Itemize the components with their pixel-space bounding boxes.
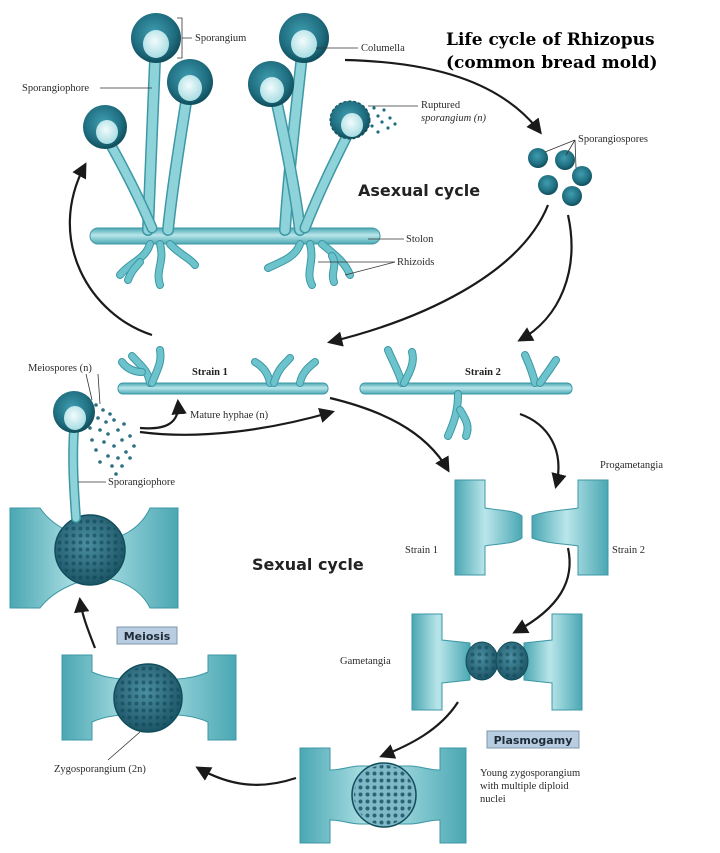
label-sporangiophore-bottom: Sporangiophore <box>108 477 175 488</box>
arrow-to-strain-1 <box>327 204 550 347</box>
plasmogamy-badge <box>486 730 580 749</box>
sporangium-4 <box>279 13 329 63</box>
sporangium-2 <box>167 59 213 105</box>
arrow-to-zygosporangium <box>195 766 297 786</box>
meiosis-label: Meiosis <box>124 630 171 643</box>
asexual-mycelium <box>83 13 397 289</box>
title-line-1: Life cycle of Rhizopus <box>446 30 655 50</box>
germinating-zygospore <box>9 391 179 609</box>
label-zygosporangium: Zygosporangium (2n) <box>54 764 146 775</box>
label-young-1: Young zygosporangium <box>480 768 580 779</box>
sporangium-3 <box>83 105 127 149</box>
label-sporangiophore-top: Sporangiophore <box>22 83 89 94</box>
young-zygosporangium <box>299 747 467 844</box>
label-strain-2: Strain 2 <box>465 367 501 378</box>
label-sporangiospores: Sporangiospores <box>578 134 648 145</box>
arrow-to-sporangiospores <box>344 58 542 135</box>
stolon <box>89 227 381 245</box>
label-strain-1: Strain 1 <box>192 367 228 378</box>
label-meiospores: Meiospores (n) <box>28 363 92 374</box>
mature-zygosporangium <box>61 654 237 741</box>
arrow-meiosis-up <box>73 596 97 649</box>
rhizoids-right <box>264 240 354 289</box>
arrow-to-gametangia <box>512 547 571 634</box>
label-gametangia: Gametangia <box>340 656 391 667</box>
meiosis-badge <box>116 626 178 645</box>
arrow-to-strain-2 <box>517 214 573 342</box>
arrow-strain2-to-progametangia <box>519 412 567 489</box>
label-prog-strain-1: Strain 1 <box>405 545 438 556</box>
label-progametangia: Progametangia <box>600 460 663 471</box>
sporangium-5 <box>248 61 294 107</box>
progametangia <box>454 479 609 576</box>
label-prog-strain-2: Strain 2 <box>612 545 645 556</box>
label-mature-hyphae: Mature hyphae (n) <box>190 410 269 421</box>
arrow-spores-to-strain1b <box>139 408 335 436</box>
rhizoids-left <box>116 240 199 289</box>
gametangia <box>411 613 583 711</box>
strain-1-hypha <box>117 346 329 395</box>
arrow-strain1-to-progametangia <box>329 396 450 473</box>
sporangiospores-cluster <box>528 148 592 206</box>
label-columella: Columella <box>361 43 405 54</box>
label-rhizoids: Rhizoids <box>397 257 434 268</box>
arrow-to-asexual <box>68 162 153 337</box>
label-stolon: Stolon <box>406 234 434 245</box>
label-young-2: with multiple diploid <box>480 781 569 792</box>
label-ruptured-1: Ruptured <box>421 100 461 111</box>
label-ruptured-2: sporangium (n) <box>421 113 487 124</box>
title-line-2: (common bread mold) <box>446 53 658 73</box>
arrow-spores-to-strain1 <box>139 398 187 430</box>
ruptured-sporangium <box>329 100 397 140</box>
cycle-arrows <box>68 58 573 786</box>
arrow-to-plasmogamy <box>379 701 459 759</box>
label-sporangium: Sporangium <box>195 33 246 44</box>
label-young-3: nuclei <box>480 794 506 805</box>
asexual-cycle-label: Asexual cycle <box>358 181 480 200</box>
sporangium-1 <box>131 13 181 63</box>
strain-2-hypha <box>359 346 573 440</box>
plasmogamy-label: Plasmogamy <box>494 734 573 747</box>
sexual-cycle-label: Sexual cycle <box>252 555 364 574</box>
